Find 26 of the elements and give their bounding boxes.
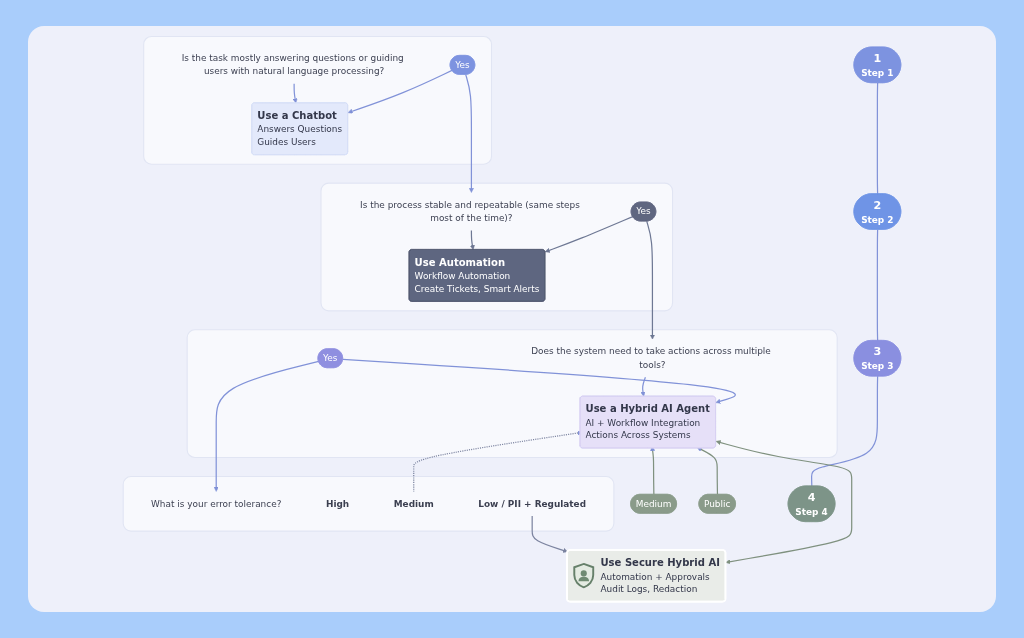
arrow <box>347 69 453 114</box>
cluster <box>320 182 674 312</box>
arrow <box>342 358 736 404</box>
arrow <box>465 74 474 193</box>
node-text: What is your error tolerance? <box>151 498 282 509</box>
arrow <box>469 229 475 250</box>
arrow <box>213 360 320 492</box>
cluster <box>143 35 493 165</box>
node-text: Is the process stable and repeatable (same steps most of the time)? <box>360 199 580 224</box>
arrow <box>531 515 568 553</box>
cluster <box>122 475 615 532</box>
arrow <box>696 447 719 496</box>
node-text: Is the task mostly answering questions or guiding users with natural language processing? <box>181 52 404 77</box>
arrow <box>715 440 853 565</box>
connector <box>876 229 879 342</box>
arrow <box>646 220 655 340</box>
node-text: Low / PII + Regulated <box>478 498 587 509</box>
arrow <box>544 216 634 253</box>
arrow <box>640 376 647 397</box>
node-text: Does the system need to take actions across multiple tools? <box>531 345 771 370</box>
connector <box>810 375 879 487</box>
arrow <box>292 83 298 104</box>
node-text: Medium <box>393 498 434 509</box>
connector <box>876 82 879 195</box>
cluster <box>186 329 838 459</box>
node-text: High <box>325 498 350 509</box>
